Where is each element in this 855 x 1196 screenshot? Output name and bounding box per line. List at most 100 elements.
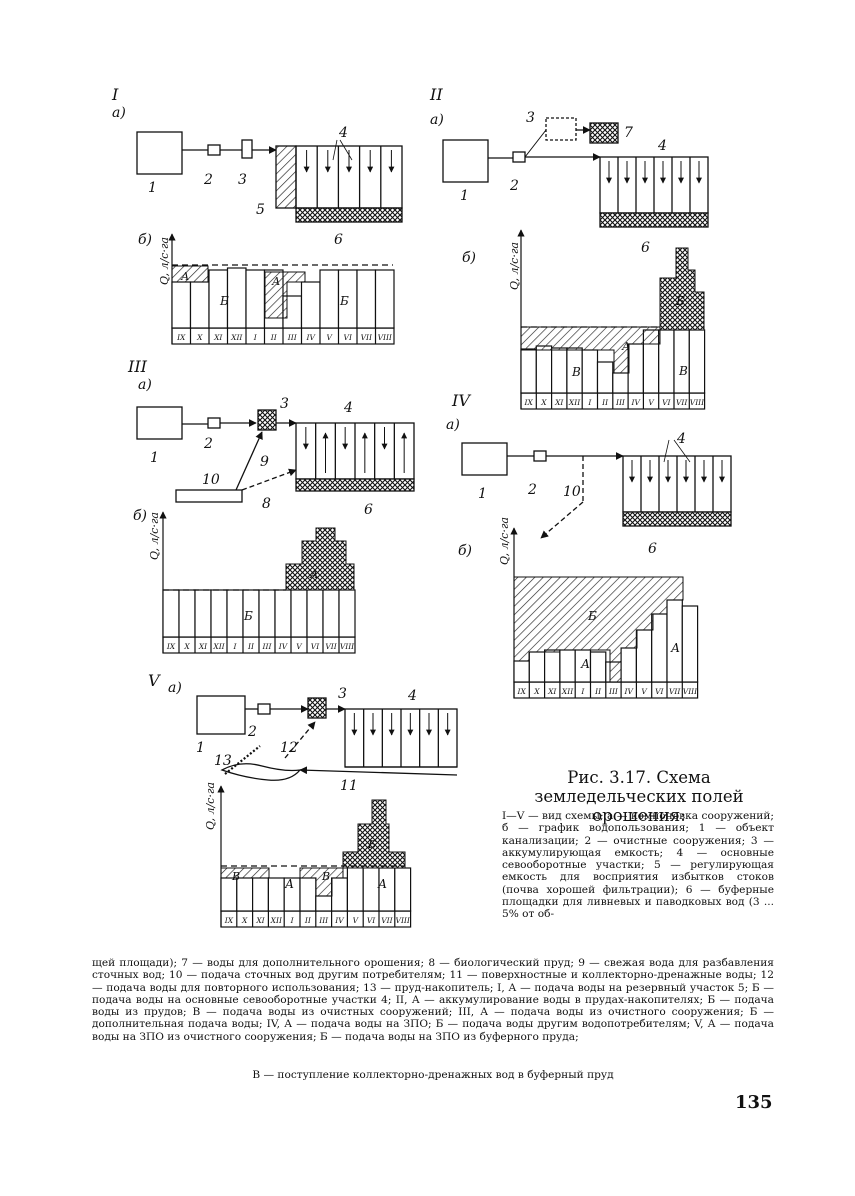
chart-2-month-label: III (615, 398, 626, 407)
chart-3-month-label: IX (166, 642, 176, 651)
buffer-area (295, 478, 415, 492)
zone-label: А (621, 340, 630, 353)
chart-4-bar (620, 647, 637, 683)
chart-5-bar (252, 877, 270, 912)
chart-5-month-label: VI (367, 916, 376, 925)
chart-3-bar (210, 589, 228, 638)
chart-4-bar (559, 649, 576, 683)
number-label: 5 (256, 202, 265, 218)
number-label: 13 (214, 753, 232, 769)
section-roman-label: V (148, 671, 161, 690)
y-axis-label: Q, л/с·га (158, 237, 171, 285)
figure-legend-bottom: щей площади); 7 — воды для дополнительно… (92, 957, 774, 1043)
chart-3-bar (274, 589, 292, 638)
chart-1-month-label: V (327, 333, 334, 342)
y-axis-label: Q, л/с·га (508, 242, 521, 290)
zone-label: В (231, 870, 240, 883)
zone-label: А (309, 568, 318, 581)
line (299, 766, 458, 776)
chart-5-bar (299, 877, 317, 912)
number-label: 6 (334, 232, 343, 248)
line (673, 439, 691, 463)
chart-1-month-label: II (270, 333, 278, 342)
chart-5-month-label: XI (255, 916, 265, 925)
number-label: 2 (203, 172, 213, 188)
chart-2-bar (520, 348, 537, 394)
zone-label: В (678, 364, 688, 378)
chart-2-month-label: X (540, 398, 547, 407)
sewerage-object-box (442, 139, 489, 183)
chart-5-month-label: V (353, 916, 360, 925)
chart-5-month-label: II (304, 916, 312, 925)
chart-2-bar (688, 329, 706, 394)
number-label: 6 (648, 541, 657, 557)
chart-1-month-label: IX (176, 333, 186, 342)
treatment-box (257, 703, 271, 715)
chart-3-bar (290, 589, 308, 638)
section-roman-label: I (111, 85, 119, 104)
number-label: 2 (247, 724, 257, 740)
chart-5-bar (267, 877, 285, 912)
additional-water-box (589, 122, 619, 144)
section-part-label: б) (458, 543, 472, 559)
line (524, 129, 547, 158)
storage-box (241, 139, 253, 159)
number-label: 4 (657, 138, 667, 154)
zone-label: А (670, 641, 680, 655)
section-part-label: б) (133, 508, 147, 524)
chart-3-bar (178, 589, 196, 638)
section-roman-label: III (127, 357, 148, 376)
chart-3-month-label: XI (198, 642, 208, 651)
number-label: 2 (527, 482, 537, 498)
section-part-label: а) (138, 377, 152, 393)
chart-3-month-label: II (247, 642, 255, 651)
number-label: 3 (338, 686, 347, 702)
number-label: 3 (526, 110, 535, 126)
number-label: 7 (624, 125, 633, 141)
sewerage-object-box (196, 695, 246, 735)
treatment-box (533, 450, 547, 462)
chart-5-zone-b (342, 799, 406, 869)
chart-5-month-label: XII (270, 916, 283, 925)
section-part-label: а) (168, 680, 182, 696)
regulating-tank (275, 145, 297, 209)
chart-4-bar (528, 651, 546, 683)
pond-dam-icon (224, 745, 261, 775)
figure-caption-title: Рис. 3.17. Схема земледельческих полей о… (534, 768, 744, 825)
zone-label: Б (587, 609, 597, 623)
number-label: 1 (148, 180, 157, 196)
chart-5-zone-v (299, 867, 344, 897)
chart-1-month-label: XII (230, 333, 243, 342)
chart-2-bar (658, 329, 675, 394)
storage-box (257, 409, 277, 431)
number-label: 1 (196, 740, 205, 756)
main-fields (295, 145, 403, 209)
chart-3-month-label: IV (278, 642, 289, 651)
chart-1-month-label: III (287, 333, 298, 342)
chart-3-month-label: VIII (340, 642, 355, 651)
zone-label: А (580, 657, 590, 671)
chart-5-month-label: VII (381, 916, 393, 925)
zone-label: Б (367, 838, 376, 851)
number-label: 3 (280, 396, 289, 412)
y-axis-label: Q, л/с·га (204, 782, 217, 830)
chart-4-month-label: XI (547, 687, 557, 696)
chart-1-bar (226, 267, 247, 329)
chart-5-bar (315, 895, 333, 912)
line (241, 468, 297, 491)
zone-label: А (180, 270, 189, 283)
number-label: 9 (260, 454, 269, 470)
bio-pond-box (175, 489, 243, 503)
number-label: 8 (262, 496, 271, 512)
chart-4-month-label: IV (624, 687, 635, 696)
chart-2-bar (627, 343, 644, 394)
chart-3-zone-a (285, 527, 355, 591)
buffer-area (295, 207, 403, 223)
number-label: 1 (478, 486, 487, 502)
chart-3-bar (162, 589, 180, 638)
chart-2-month-label: IX (523, 398, 533, 407)
number-label: 6 (364, 502, 373, 518)
chart-1-month-label: VI (344, 333, 353, 342)
figure-legend-last: В — поступление коллекторно-дренажных во… (252, 1069, 614, 1081)
